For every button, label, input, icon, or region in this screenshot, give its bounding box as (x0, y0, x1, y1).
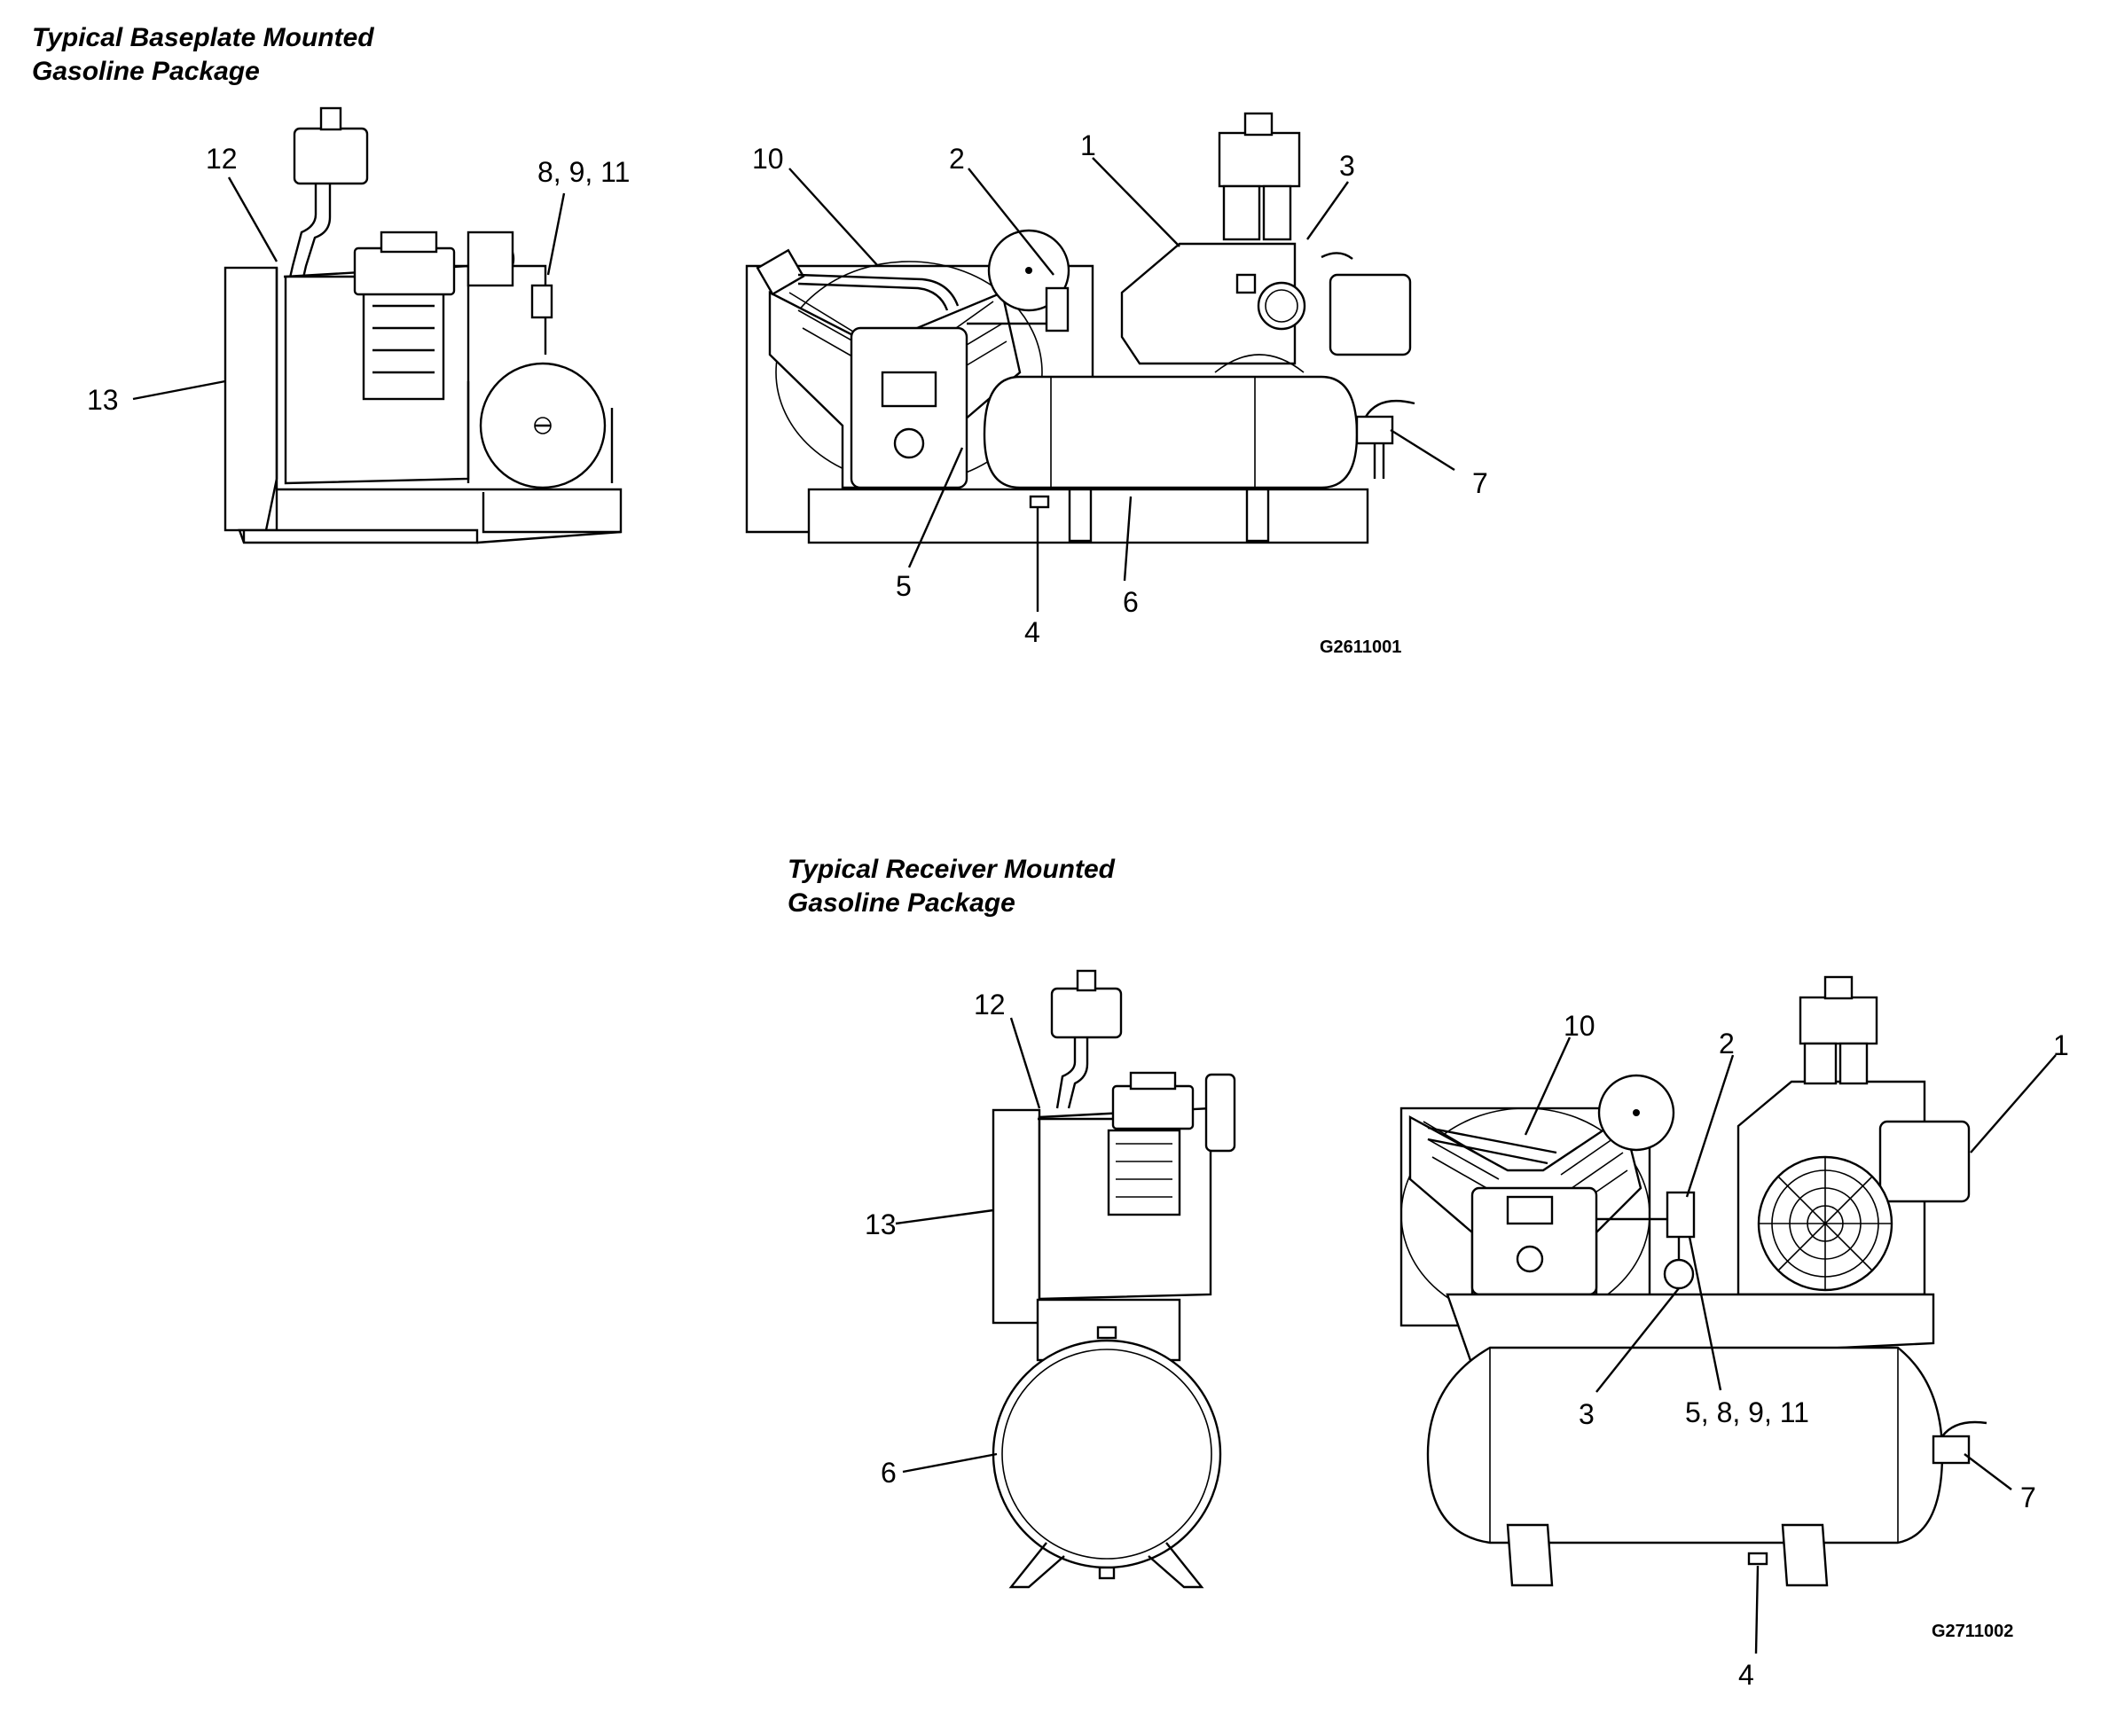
belt-guard-icon (992, 1108, 1041, 1325)
callout-13: 13 (87, 384, 119, 416)
callout-1: 1 (2053, 1029, 2069, 1061)
receiver-side-view: 12 13 6 (865, 969, 1236, 1589)
service-valve-icon (1355, 415, 1394, 445)
service-valve-icon (1932, 1435, 1971, 1465)
callout-12: 12 (974, 989, 1006, 1020)
callout-6: 6 (881, 1457, 897, 1489)
fuel-tank-icon (1329, 273, 1412, 356)
callout-2: 2 (1719, 1028, 1735, 1060)
baseplate-front-view: 10 2 1 3 7 5 4 6 G2611001 (745, 112, 1488, 657)
callout-4: 4 (1738, 1659, 1754, 1691)
callout-6: 6 (1123, 586, 1139, 618)
air-receiver-tank-icon (1426, 1346, 1944, 1544)
callout-10: 10 (752, 143, 784, 175)
callout-7: 7 (1472, 467, 1488, 499)
engine-icon (1120, 242, 1297, 365)
callout-7: 7 (2020, 1482, 2036, 1513)
callout-10: 10 (1564, 1010, 1595, 1042)
fuel-tank-icon (1878, 1120, 1971, 1203)
receiver-front-view: 10 2 1 3 5, 8, 9, 11 7 4 G2711002 (1399, 975, 2069, 1691)
drain-plug-icon (1029, 495, 1050, 509)
drawing-code-g2611001: G2611001 (1320, 637, 1401, 657)
callout-3: 3 (1339, 150, 1355, 182)
receiver-section-title: Typical Receiver Mounted Gasoline Packag… (788, 853, 1115, 920)
callout-12: 12 (206, 143, 238, 175)
drain-plug-icon (1747, 1552, 1768, 1566)
baseplate-title-line1: Typical Baseplate Mounted (32, 23, 374, 52)
baseplate-title-line2: Gasoline Package (32, 57, 260, 86)
baseplate-section-title: Typical Baseplate Mounted Gasoline Packa… (32, 21, 374, 89)
air-receiver-tank-icon (983, 375, 1359, 489)
muffler-icon (293, 127, 369, 185)
belt-guard-icon (223, 266, 278, 532)
callout-13: 13 (865, 1208, 897, 1240)
pressure-gauge-icon (1663, 1258, 1695, 1290)
drawing-code-g2711002: G2711002 (1932, 1622, 2013, 1641)
callout-5: 5 (896, 570, 912, 602)
receiver-title-line1: Typical Receiver Mounted (788, 855, 1115, 884)
callout-2: 2 (949, 143, 965, 175)
callout-5-8-9-11: 5, 8, 9, 11 (1685, 1396, 1809, 1428)
receiver-title-line2: Gasoline Package (788, 888, 1015, 918)
tank-end-icon (992, 1339, 1222, 1569)
callout-1: 1 (1080, 129, 1096, 161)
callout-3: 3 (1579, 1398, 1595, 1430)
callout-8-9-11: 8, 9, 11 (537, 156, 630, 188)
muffler-icon (1050, 987, 1123, 1039)
baseplate-side-view: 12 8, 9, 11 13 (87, 106, 630, 544)
callout-4: 4 (1024, 616, 1040, 648)
